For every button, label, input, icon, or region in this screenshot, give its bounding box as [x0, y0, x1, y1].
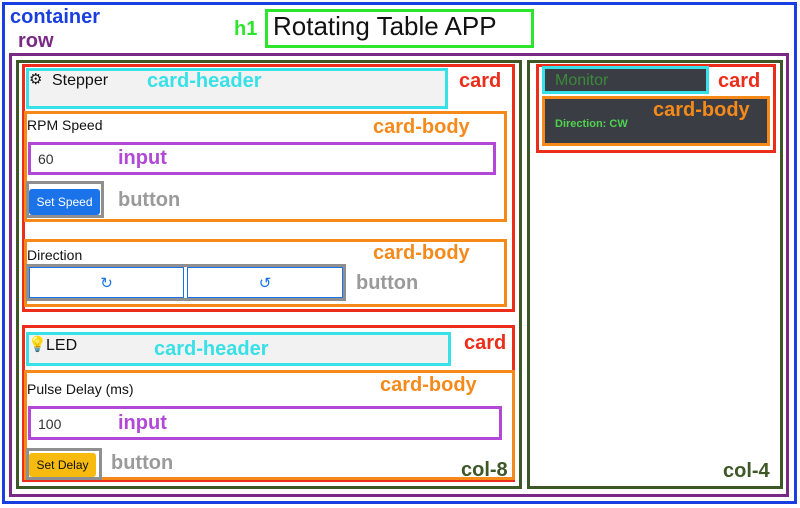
- card-tag: card: [718, 70, 761, 92]
- stepper-speed-body: [24, 111, 507, 222]
- card-header-tag: card-header: [147, 70, 262, 92]
- monitor-card: [536, 64, 776, 153]
- card-body-tag: card-body: [373, 116, 470, 138]
- h1-tag: h1: [234, 18, 258, 40]
- pulse-delay-label: Pulse Delay (ms): [27, 381, 134, 397]
- direction-label: Direction: [27, 247, 83, 263]
- led-body: [24, 370, 515, 480]
- rpm-label: RPM Speed: [27, 117, 103, 133]
- rotate-ccw-button[interactable]: ↺: [187, 267, 343, 298]
- gear-icon: ⚙: [29, 71, 43, 88]
- led-card-header: [26, 332, 451, 366]
- monitor-card-header: [542, 66, 709, 94]
- col-4-tag: col-4: [723, 460, 770, 482]
- rpm-input[interactable]: [28, 142, 496, 175]
- button-tag: button: [118, 189, 181, 211]
- set-delay-button[interactable]: Set Delay: [29, 453, 96, 477]
- col-4-outline: [527, 60, 783, 489]
- pulse-delay-input[interactable]: [28, 406, 502, 440]
- set-speed-button[interactable]: Set Speed: [29, 189, 100, 215]
- led-header-label: LED: [46, 337, 78, 354]
- rotate-cw-button[interactable]: ↻: [29, 267, 184, 298]
- monitor-card-body: [542, 96, 770, 146]
- button-tag: button: [356, 272, 419, 294]
- monitor-direction-text: Direction: CW: [555, 118, 628, 130]
- button-tag: button: [111, 452, 174, 474]
- rotate-cw-icon: ↻: [100, 274, 113, 292]
- container-tag: container: [10, 6, 101, 28]
- card-body-tag: card-body: [380, 374, 477, 396]
- stepper-header-label: Stepper: [52, 72, 109, 89]
- card-tag: card: [464, 332, 507, 354]
- page-title-box: [265, 9, 534, 48]
- card-header-tag: card-header: [154, 338, 269, 360]
- stepper-direction-body: [24, 239, 507, 307]
- rotate-ccw-icon: ↺: [258, 274, 272, 292]
- col-8-outline: [16, 60, 522, 489]
- row-outline: [9, 53, 789, 497]
- stepper-card: [22, 64, 515, 312]
- card-body-tag: card-body: [373, 242, 470, 264]
- lightbulb-icon: 💡: [28, 336, 47, 353]
- page-title: Rotating Table APP: [273, 11, 497, 41]
- input-tag: input: [118, 412, 167, 434]
- pulse-delay-input-value: 100: [38, 416, 62, 432]
- monitor-header-label: Monitor: [555, 72, 609, 89]
- card-tag: card: [459, 70, 502, 92]
- col-8-tag: col-8: [461, 459, 508, 481]
- card-body-tag: card-body: [653, 99, 750, 121]
- stepper-card-header: [26, 68, 448, 109]
- row-tag: row: [18, 30, 54, 52]
- input-tag: input: [118, 147, 167, 169]
- rpm-input-value: 60: [38, 151, 54, 167]
